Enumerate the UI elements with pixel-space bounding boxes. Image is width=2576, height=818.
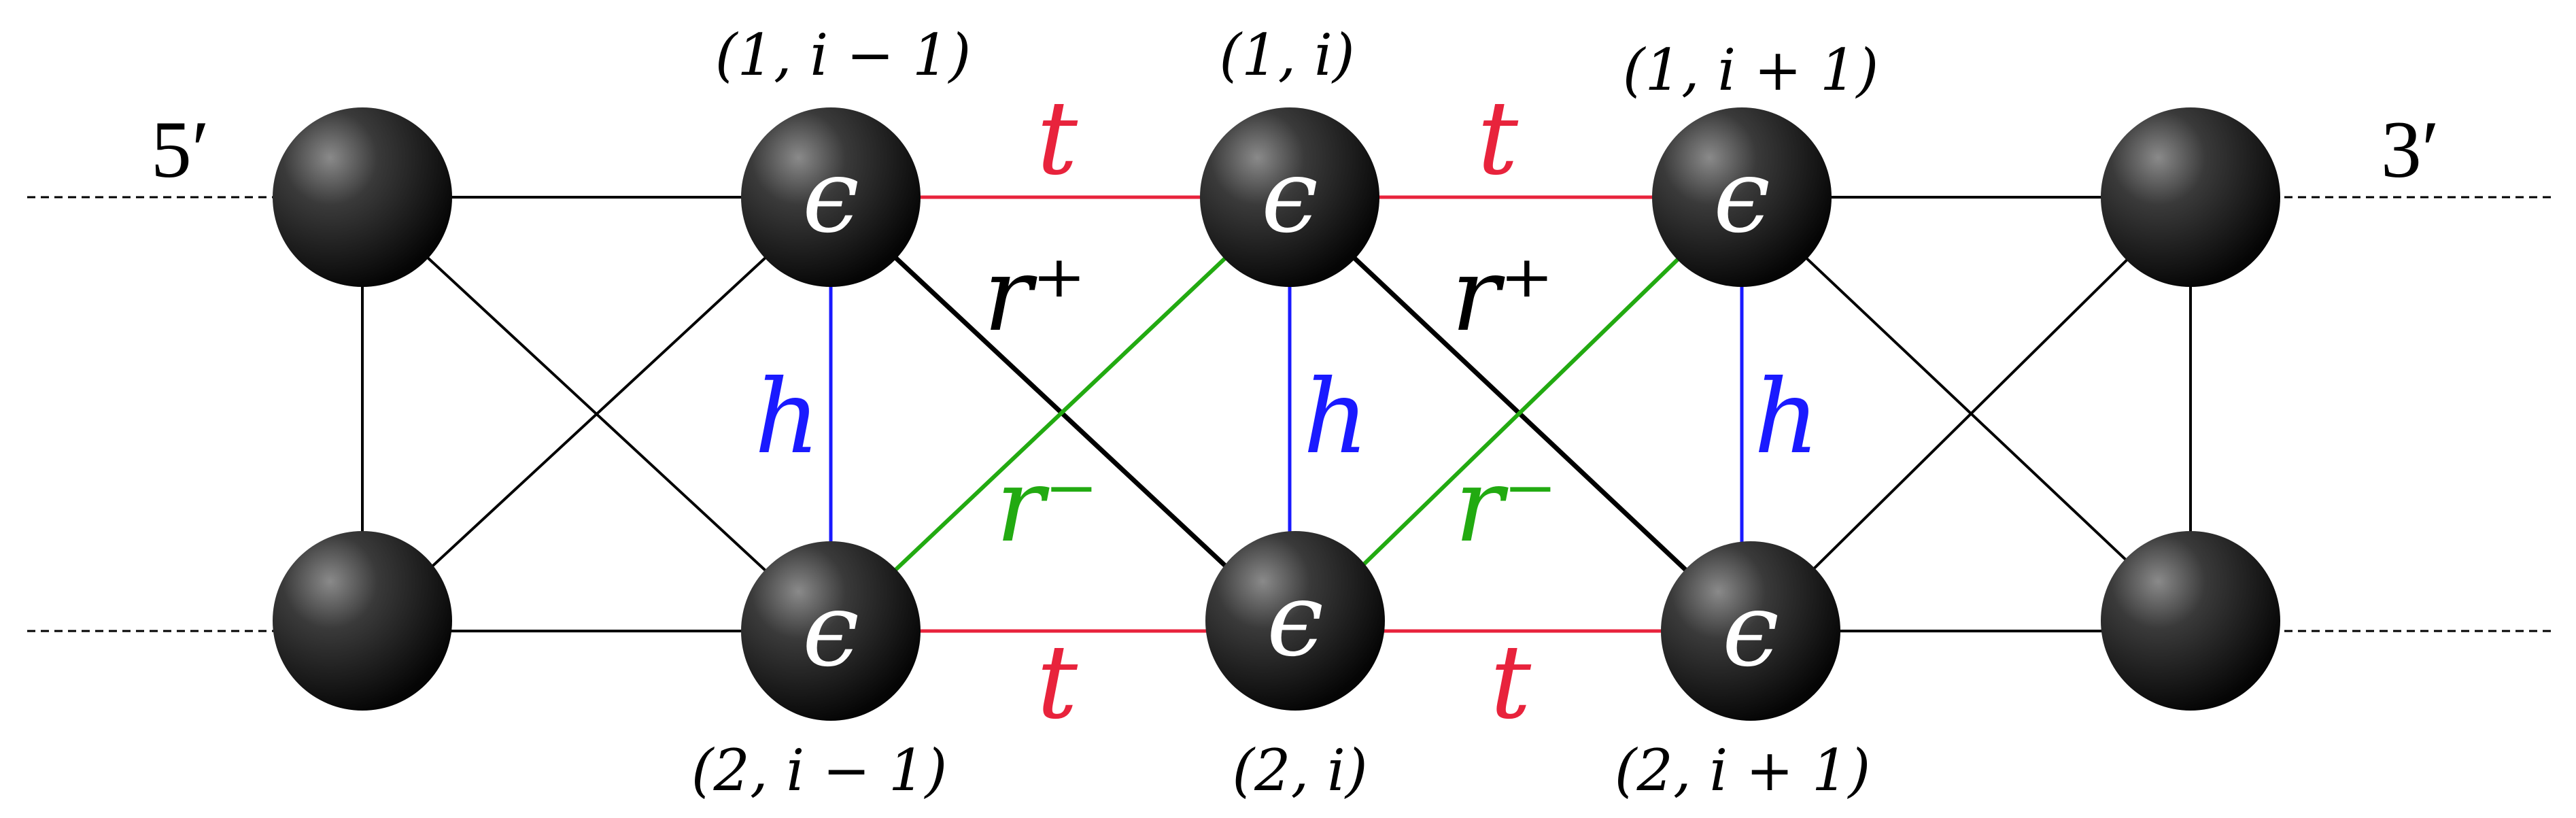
bead-2-i-minus-1 (741, 541, 921, 721)
bead-2-i-plus-1 (1661, 541, 1840, 721)
node-label-2-i: (2, i) (1232, 737, 1367, 804)
strand-extensions (27, 196, 2556, 632)
bead-2-i (1205, 531, 1385, 711)
beads (273, 107, 2280, 721)
node-label-1-i-plus-1: (1, i + 1) (1623, 37, 1878, 103)
epsilon-1-i-minus-1: ϵ (802, 137, 859, 256)
node-labels: (1, i − 1) (1, i) (1, i + 1) (2, i − 1) … (691, 22, 1878, 804)
right-cross-up (1749, 196, 2192, 632)
t-label-top-1: t (1037, 80, 1078, 198)
bead-outer-bottom-left (273, 531, 452, 711)
epsilon-2-i: ϵ (1267, 561, 1324, 679)
node-label-1-i: (1, i) (1219, 22, 1354, 88)
five-prime-label: 5′ (151, 104, 209, 194)
left-cross-up (361, 196, 832, 632)
t-label-top-2: t (1477, 80, 1519, 198)
h-label-2: h (1303, 358, 1369, 477)
right-cross-down (1740, 196, 2192, 622)
h-label-1: h (755, 358, 821, 477)
r-plus-label-1: r⁺ (984, 236, 1086, 354)
r-plus-label-2: r⁺ (1452, 236, 1554, 354)
h-label-3: h (1754, 358, 1820, 477)
bead-1-i-plus-1 (1652, 107, 1832, 287)
r-minus-bond-2 (1293, 195, 1744, 633)
onsite-labels: ϵ ϵ ϵ ϵ ϵ ϵ (802, 137, 1779, 689)
bead-1-i (1200, 107, 1379, 287)
three-prime-label: 3′ (2381, 104, 2439, 194)
epsilon-1-i-plus-1: ϵ (1713, 137, 1770, 256)
bead-outer-top-right (2101, 107, 2280, 287)
t-label-bottom-2: t (1490, 624, 1532, 742)
bead-outer-bottom-right (2101, 531, 2280, 711)
t-label-bottom-1: t (1037, 624, 1078, 742)
strand-end-labels: 5′ 3′ (151, 104, 2439, 194)
node-label-2-i-plus-1: (2, i + 1) (1615, 737, 1870, 804)
r-minus-label-1: r⁻ (996, 447, 1099, 565)
bead-1-i-minus-1 (741, 107, 921, 287)
node-label-1-i-minus-1: (1, i − 1) (715, 22, 971, 88)
coupling-labels: t t t t h h h r⁺ r⁺ r⁻ r⁻ (755, 80, 1820, 742)
epsilon-2-i-minus-1: ϵ (802, 571, 859, 689)
bead-outer-top-left (273, 107, 452, 287)
node-label-2-i-minus-1: (2, i − 1) (691, 737, 947, 804)
epsilon-1-i: ϵ (1261, 137, 1318, 256)
r-minus-label-2: r⁻ (1455, 447, 1558, 565)
epsilon-2-i-plus-1: ϵ (1722, 571, 1779, 689)
r-minus-bond-1 (829, 195, 1292, 633)
r-minus-bonds (829, 195, 1744, 633)
